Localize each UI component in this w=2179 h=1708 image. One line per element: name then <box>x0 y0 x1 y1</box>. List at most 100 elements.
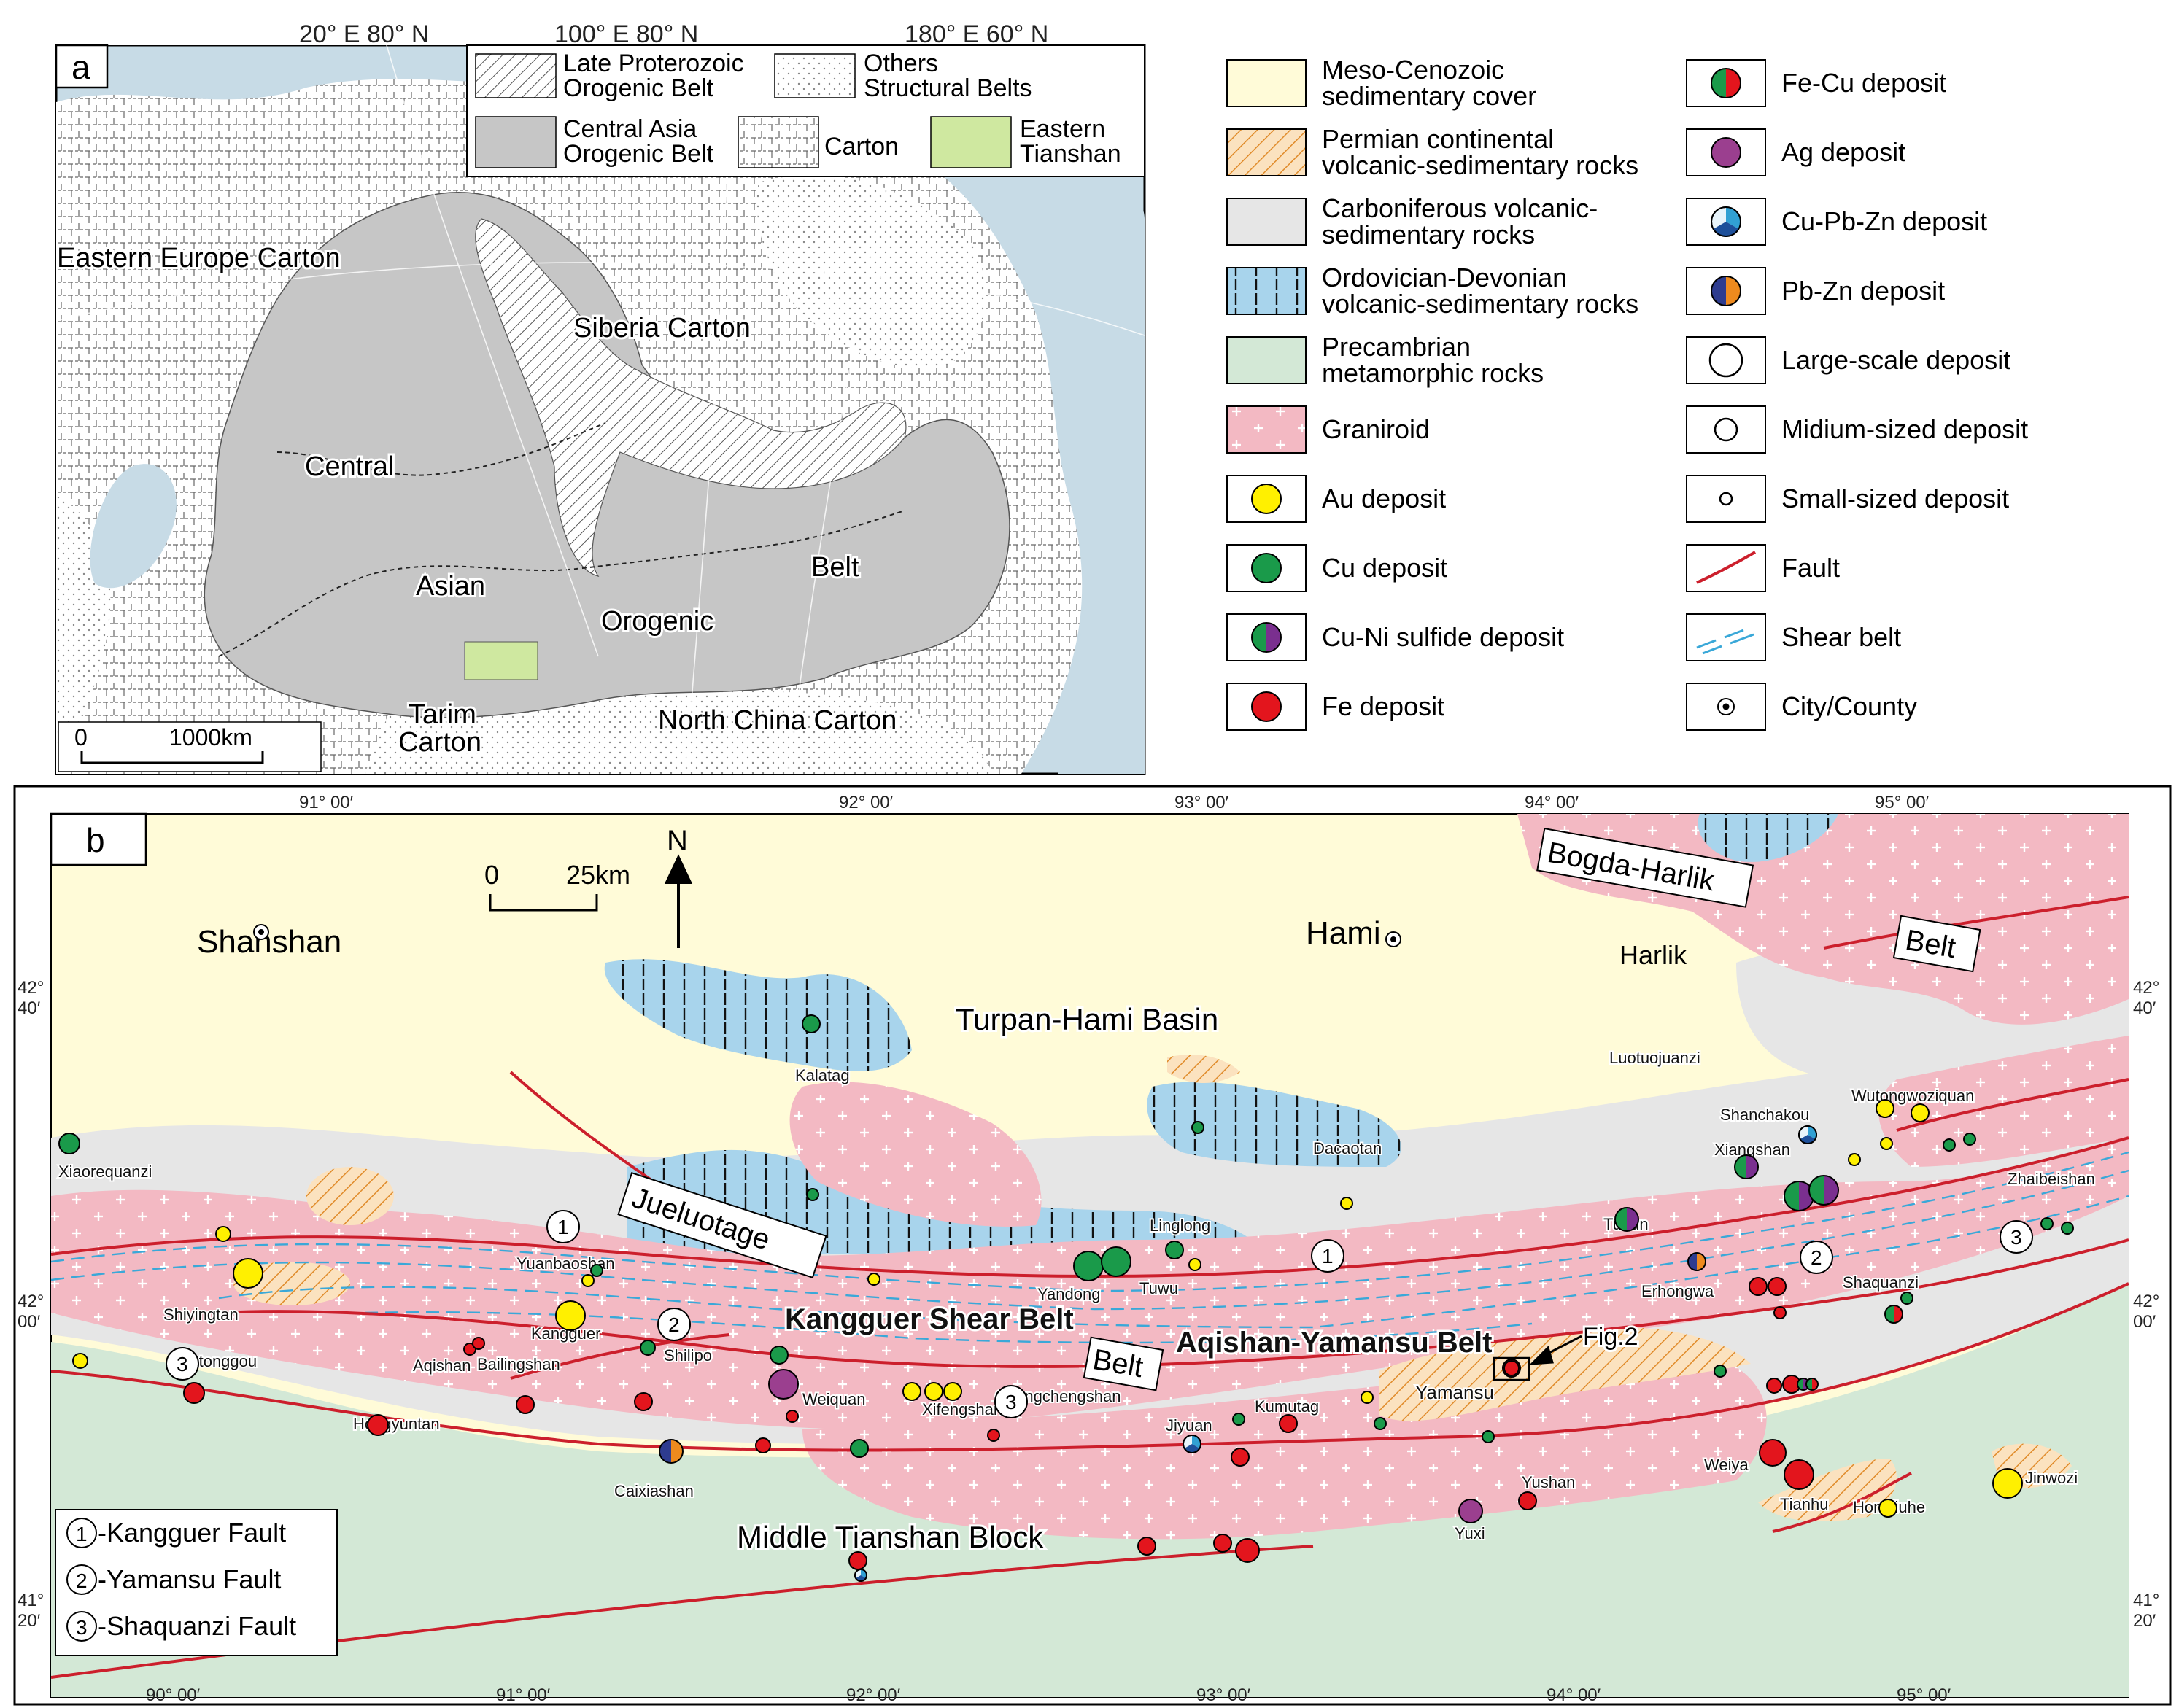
precambrian-legend-label: Precambrian <box>1322 332 1471 362</box>
city-dot-icon <box>1717 698 1735 715</box>
scale-a-zero: 0 <box>74 724 88 750</box>
carboniferous-legend-label: Carboniferous volcanic- <box>1322 193 1598 223</box>
sea-inlet <box>90 464 177 589</box>
sea-east <box>1036 131 1145 774</box>
au-symbol <box>924 1382 943 1401</box>
fig2-label: Fig.2 <box>1583 1323 1638 1351</box>
fe-symbol <box>755 1437 771 1453</box>
cupbzn-symbol <box>1798 1125 1817 1144</box>
carton-label: Carton <box>824 133 899 160</box>
fe-symbol <box>1759 1439 1787 1467</box>
place-label-erhongwa: Erhongwa <box>1641 1282 1714 1300</box>
right-tick-3: 42° <box>2133 1292 2159 1311</box>
fault-legend-num-2: 2 <box>76 1569 88 1592</box>
au-symbol <box>1876 1099 1894 1118</box>
fe-symbol <box>786 1410 799 1423</box>
city-dot-icon <box>1385 931 1401 947</box>
central-asia-label-2: Orogenic Belt <box>563 140 714 168</box>
fe-symbol <box>1279 1414 1298 1433</box>
fe-symbol <box>183 1382 205 1404</box>
ag-deposit-icon <box>1711 137 1741 168</box>
bottom-tick-3: 92° 00′ <box>846 1685 901 1705</box>
ag-deposit-legend-label: Ag deposit <box>1781 137 1905 167</box>
medium-circle-legend-label: Midium-sized deposit <box>1781 414 2028 444</box>
fe-symbol <box>1235 1538 1260 1563</box>
pb-zn-deposit-legend-label: Pb-Zn deposit <box>1781 276 1945 306</box>
kangguer-shear-label: Kangguer Shear Belt <box>785 1303 1074 1335</box>
scale-b-end: 25km <box>566 860 630 890</box>
graticule <box>56 45 1145 774</box>
place-label-jiyuan: Jiyuan <box>1166 1416 1212 1435</box>
fe-symbol <box>1231 1448 1250 1467</box>
fault-number-text: 3 <box>177 1353 188 1375</box>
fe-symbol <box>367 1414 389 1436</box>
granitoid-swatch <box>1226 405 1307 454</box>
cu-symbol <box>1232 1413 1245 1426</box>
granite-central <box>51 1138 2129 1429</box>
fe-symbol <box>848 1551 867 1570</box>
fault-legend-2: -Yamansu Fault <box>98 1564 281 1594</box>
cu-symbol <box>2040 1217 2054 1230</box>
meso-cenozoic-legend-label: Meso-Cenozoic <box>1322 55 1504 85</box>
au-symbol <box>555 1300 586 1331</box>
fecu-symbol <box>1805 1378 1819 1391</box>
fault-number-text: 3 <box>1005 1391 1017 1413</box>
left-tick-6: 20′ <box>18 1611 41 1631</box>
fault-number-marker: 1 <box>1311 1239 1344 1273</box>
belt-boundary-dashed <box>218 510 905 657</box>
bottom-tick-2: 91° 00′ <box>496 1685 551 1705</box>
ordovician-kalatag <box>604 959 912 1071</box>
late-proterozoic-belt <box>475 218 907 577</box>
au-symbol <box>867 1273 880 1286</box>
fe-symbol <box>1137 1537 1156 1556</box>
cu-symbol <box>1191 1121 1204 1134</box>
cu-deposit-icon <box>1251 553 1282 583</box>
cu-symbol <box>1482 1430 1495 1443</box>
au-symbol <box>581 1274 595 1287</box>
eastern-tianshan-label-2: Tianshan <box>1020 140 1121 168</box>
place-label-yushan: Yushan <box>1522 1473 1575 1491</box>
north-arrow-label: N <box>667 825 688 857</box>
panel-b-map: 91° 00′ 92° 00′ 93° 00′ 94° 00′ 95° 00′ … <box>13 785 2172 1706</box>
place-label-xiangshan: Xiangshan <box>1714 1141 1790 1159</box>
deposits <box>58 1014 2074 1582</box>
small-circle-legend-label: Small-sized deposit <box>1781 484 2009 513</box>
place-label-aqishan: Aqishan <box>413 1356 471 1375</box>
granitoid-legend-label: Graniroid <box>1322 414 1430 444</box>
others-label: Others <box>864 50 938 77</box>
fe-cu-deposit-legend-label: Fe-Cu deposit <box>1781 68 1946 98</box>
place-label-tianhu: Tianhu <box>1780 1495 1828 1513</box>
place-label-yuxi: Yuxi <box>1455 1524 1485 1542</box>
coord-a-2: 100° E 80° N <box>554 20 698 48</box>
fault-number-text: 1 <box>557 1216 569 1238</box>
place-label-kangguer: Kangguer <box>531 1324 600 1343</box>
others-label-2: Structural Belts <box>864 74 1032 102</box>
coord-ticks: 91° 00′ 92° 00′ 93° 00′ 94° 00′ 95° 00′ … <box>18 793 2159 1705</box>
fault-number-text: 2 <box>668 1313 680 1336</box>
au-symbol <box>72 1353 88 1369</box>
cuni-symbol <box>1734 1154 1759 1179</box>
fe-symbol <box>516 1395 535 1414</box>
cu-symbol <box>1374 1417 1387 1430</box>
au-symbol <box>1878 1499 1897 1518</box>
permian-swatch <box>1226 128 1307 176</box>
yamansu-fault <box>218 1238 2129 1368</box>
city-label-shanshan: Shanshan <box>197 924 341 960</box>
cu-symbol <box>2061 1222 2074 1235</box>
scale-a-end: 1000km <box>169 724 252 750</box>
large-circle-icon <box>1708 343 1743 378</box>
fe-symbol <box>634 1392 653 1411</box>
fault-number-marker: 1 <box>546 1210 580 1243</box>
au-symbol <box>1880 1137 1893 1150</box>
small-circle-icon <box>1719 492 1733 506</box>
fault-legend-1: -Kangguer Fault <box>98 1518 286 1548</box>
fe-symbol <box>1503 1360 1520 1376</box>
ordovician-dacaotan <box>1147 1082 1401 1167</box>
north-china-label: North China Carton <box>658 705 897 736</box>
right-tick-5: 41° <box>2133 1591 2159 1610</box>
large-circle-legend-label: Large-scale deposit <box>1781 345 2010 375</box>
place-label-weiya: Weiya <box>1704 1456 1749 1474</box>
au-symbol <box>1992 1468 2023 1499</box>
